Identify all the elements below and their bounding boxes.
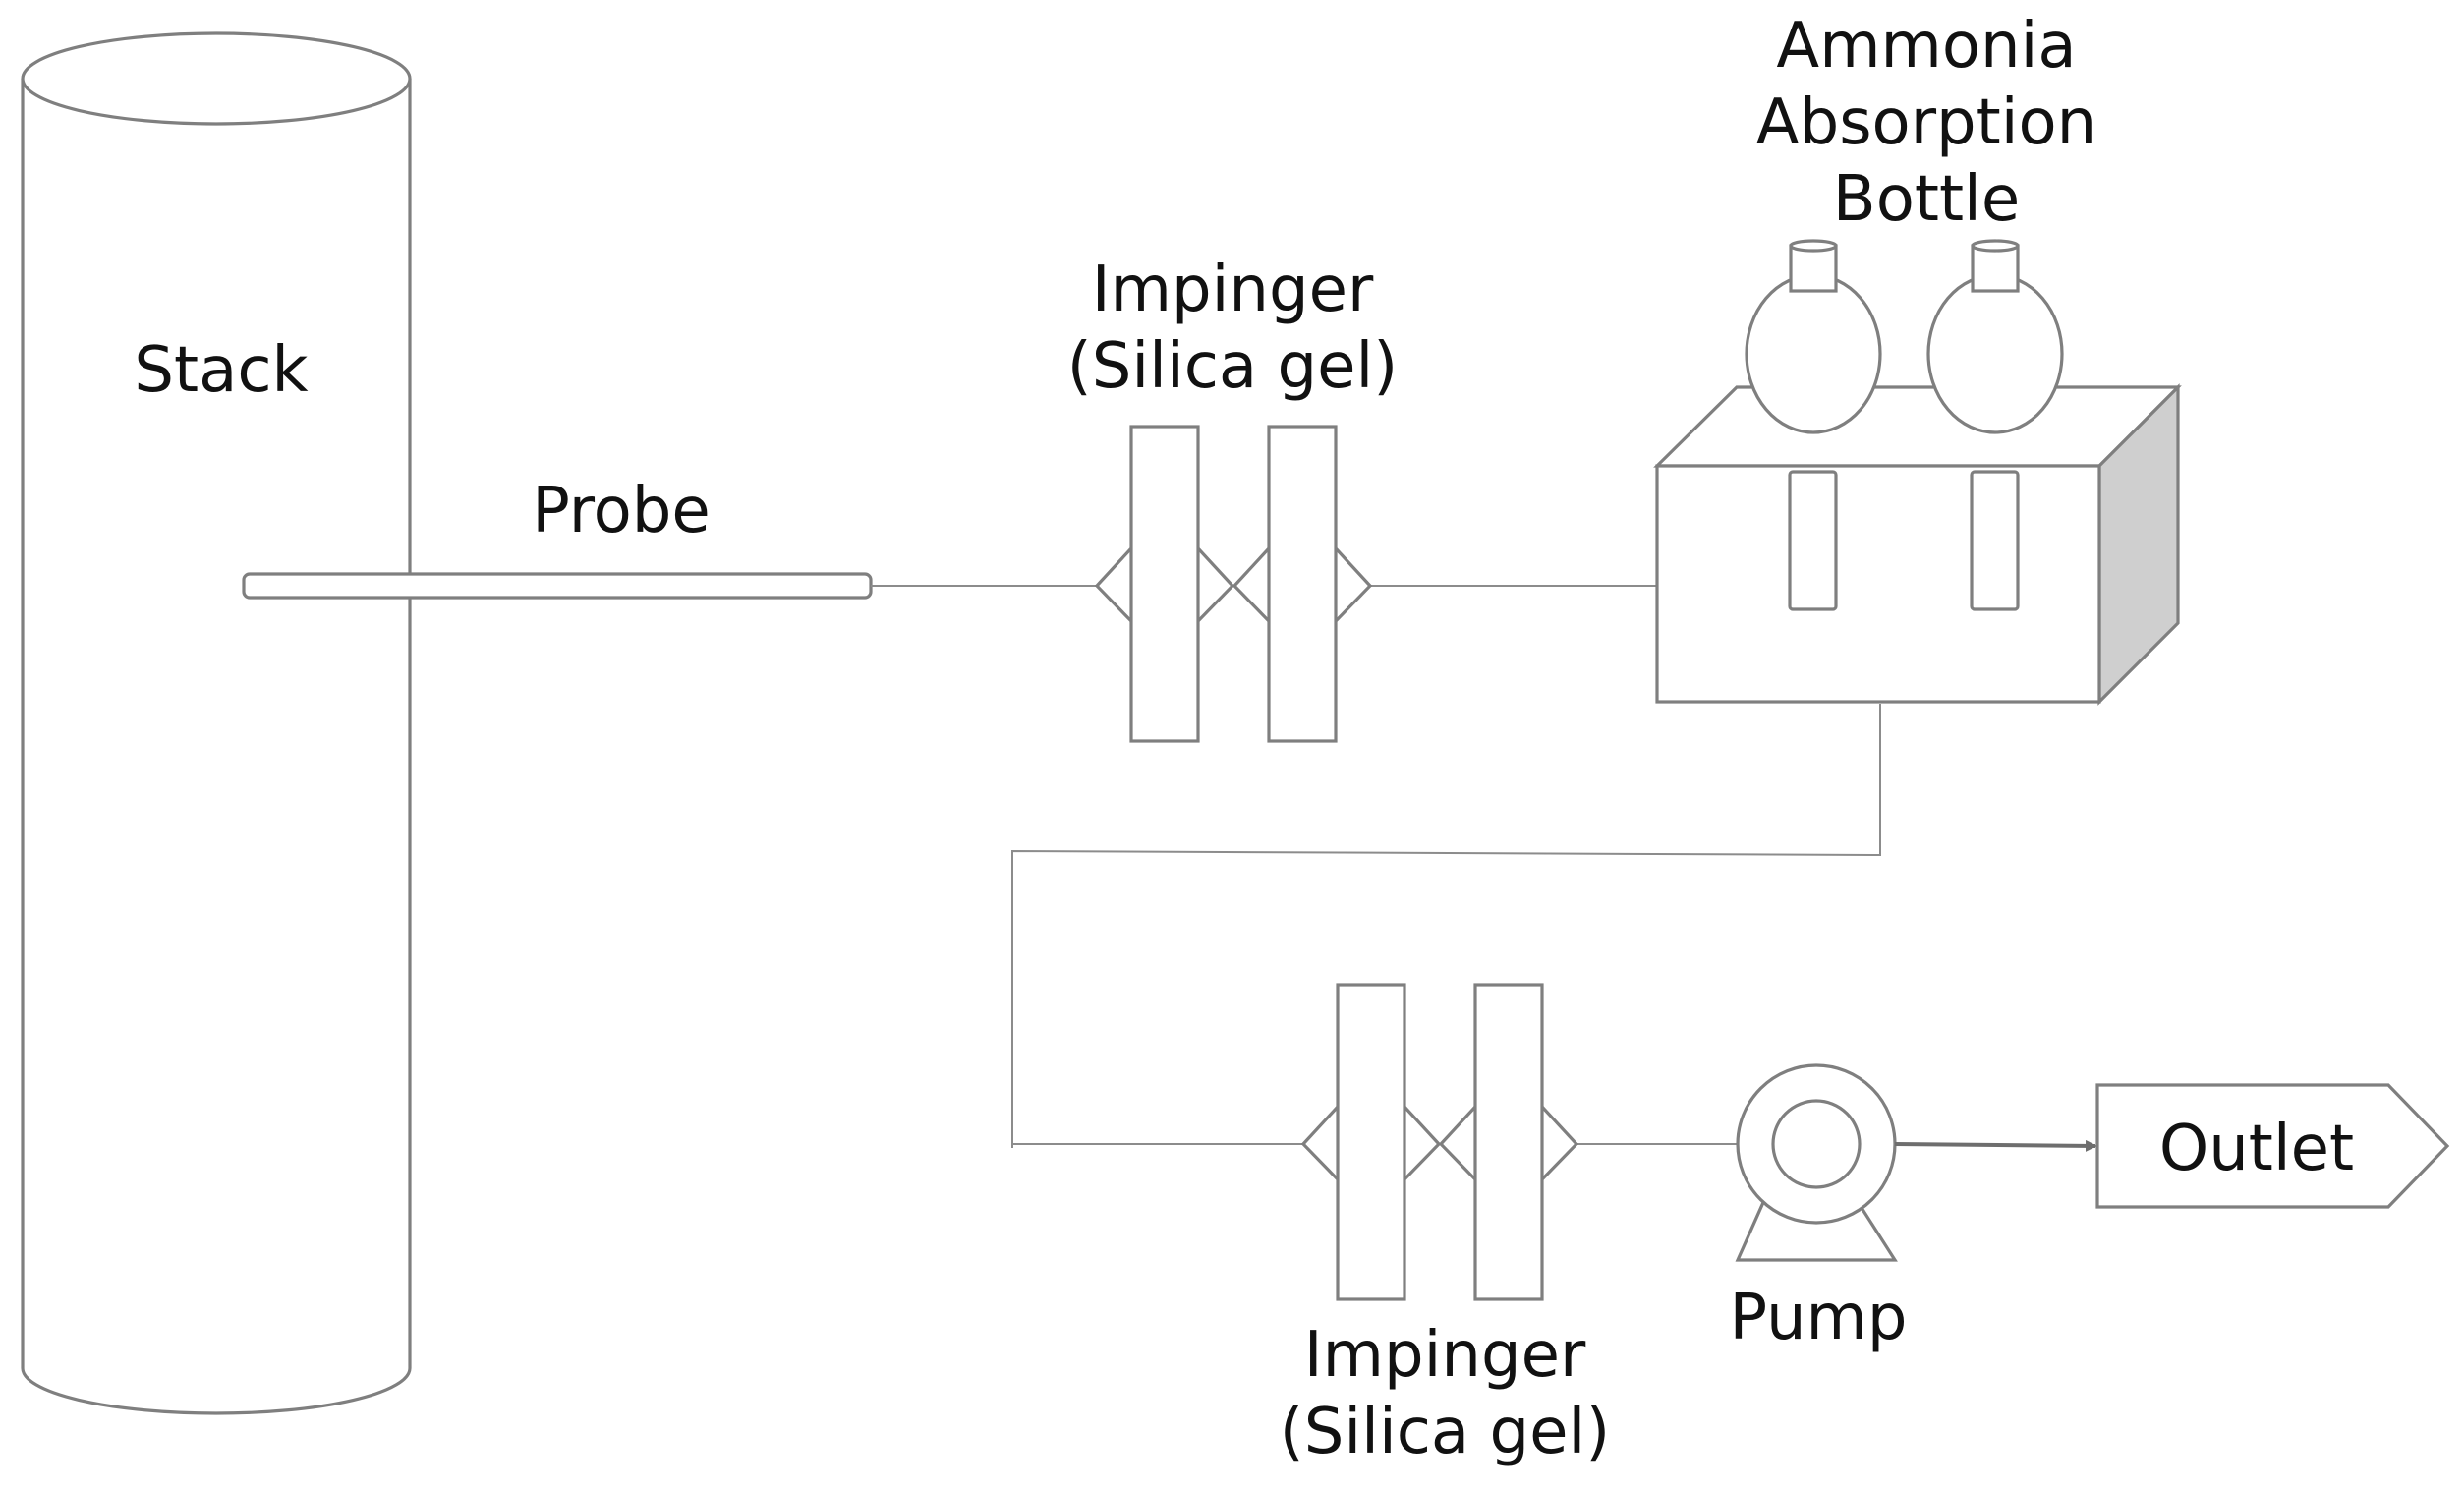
flow-arrow — [1894, 1139, 2097, 1152]
impinger-top-left — [1094, 425, 1235, 743]
outlet-label: Outlet — [2159, 1113, 2354, 1185]
bath-top-face — [1653, 385, 2182, 468]
absorption-bottle-left — [1745, 239, 1882, 611]
impinger-top-right — [1232, 425, 1373, 743]
impinger-bottom-label-line2: (Silica gel) — [1280, 1396, 1610, 1468]
ammonia-label-line1: Ammonia — [1776, 10, 2076, 83]
stack-label: Stack — [134, 334, 308, 407]
impinger-top-label-line1: Impinger — [1092, 254, 1374, 326]
absorption-bath — [1653, 383, 2182, 706]
stack-cylinder — [21, 31, 412, 1415]
impinger-bottom-right — [1438, 983, 1579, 1301]
impinger-top-label-line2: (Silica gel) — [1067, 330, 1398, 403]
ammonia-label-line2: Absorption — [1756, 86, 2096, 159]
bath-front-face — [1655, 464, 2101, 704]
ammonia-label-line3: Bottle — [1833, 163, 2020, 236]
impinger-top-pair — [1094, 425, 1373, 743]
pump-label: Pump — [1730, 1282, 1908, 1354]
impinger-bottom-left — [1300, 983, 1442, 1301]
absorption-bottle-right — [1926, 239, 2064, 611]
probe-label: Probe — [532, 475, 711, 547]
impinger-bottom-label-line1: Impinger — [1304, 1319, 1586, 1392]
tubing — [871, 585, 1881, 1148]
pump — [1735, 1063, 1898, 1262]
impinger-bottom-pair — [1300, 983, 1579, 1301]
outlet-tag — [2095, 1083, 2450, 1209]
probe — [242, 572, 873, 600]
